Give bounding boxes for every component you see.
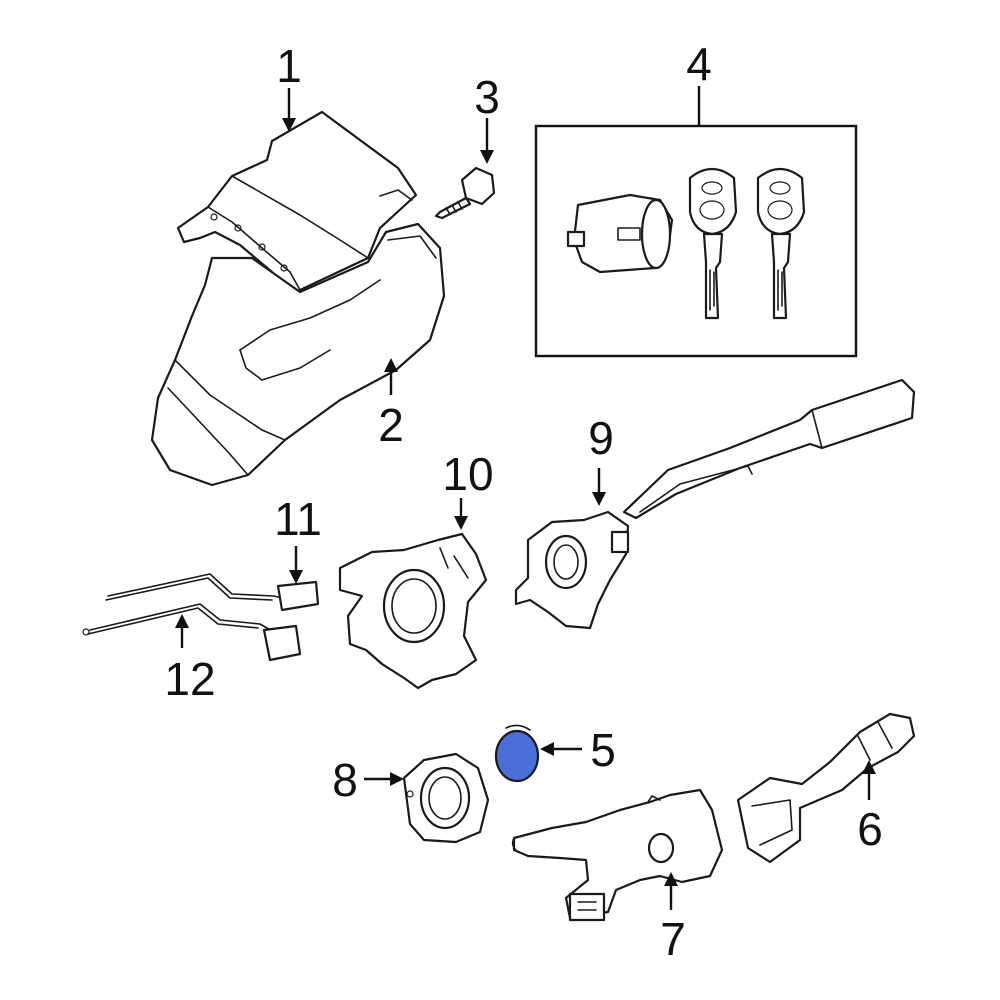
lock-cylinder <box>566 193 674 274</box>
key-set-frame <box>534 124 858 358</box>
wiper-switch[interactable] <box>736 712 916 864</box>
callout-12: 12 <box>164 653 215 705</box>
key-a <box>688 167 738 320</box>
steering-sensor-housing[interactable] <box>338 532 488 690</box>
turn-signal-switch[interactable] <box>511 788 724 922</box>
callout-3: 3 <box>474 71 500 123</box>
cover-screw[interactable] <box>434 166 496 220</box>
callout-5: 5 <box>590 724 616 776</box>
callout-7: 7 <box>660 913 686 965</box>
wire-harness-upper[interactable] <box>105 573 320 612</box>
callout-6: 6 <box>857 803 883 855</box>
callout-1: 1 <box>276 40 302 92</box>
callout-2: 2 <box>378 399 404 451</box>
callout-8: 8 <box>332 754 358 806</box>
upper-column-cover[interactable] <box>176 110 418 302</box>
lock-cylinder-and-keys[interactable] <box>534 124 858 358</box>
spiral-cable[interactable] <box>402 752 490 844</box>
lower-column-cover[interactable] <box>150 222 446 487</box>
callout-10: 10 <box>442 448 493 500</box>
key-b <box>756 167 806 320</box>
wire-harness-lower[interactable] <box>82 603 302 662</box>
combination-switch[interactable] <box>514 378 916 630</box>
highlighted-part-cap[interactable] <box>494 724 540 783</box>
leader-lines <box>175 86 876 910</box>
callout-4: 4 <box>686 38 712 90</box>
callout-11: 11 <box>274 493 322 545</box>
callout-9: 9 <box>588 412 614 464</box>
